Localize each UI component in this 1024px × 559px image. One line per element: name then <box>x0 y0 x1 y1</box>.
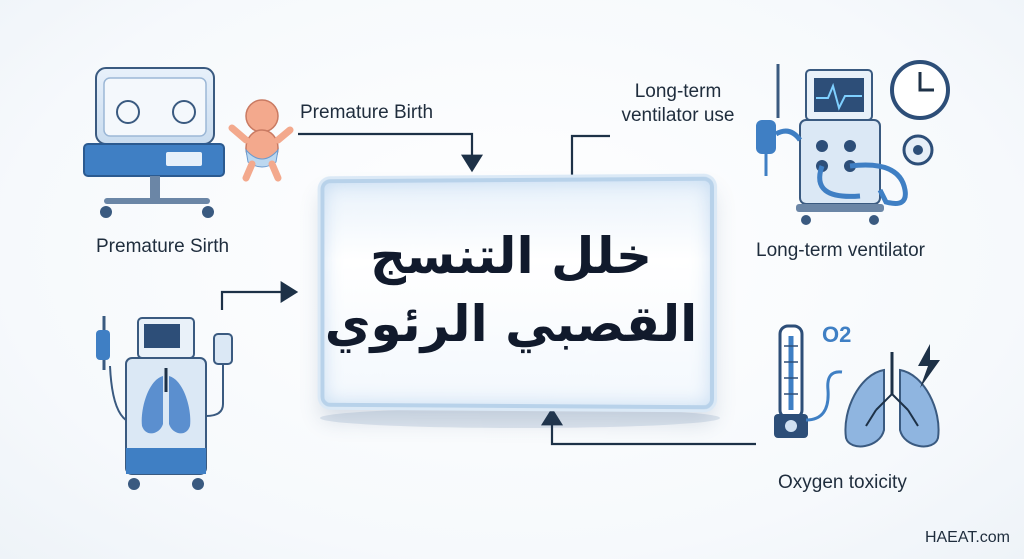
arrow-ventilator-left <box>220 281 299 310</box>
lung-ventilator-icon <box>96 316 233 490</box>
baby-icon <box>228 99 294 182</box>
arrow-oxygen-toxicity <box>541 407 756 446</box>
center-title: خلل التنسج القصبي الرئوي <box>318 190 704 390</box>
arrow-premature-birth <box>298 132 483 173</box>
center-title-line2: القصبي الرئوي <box>324 295 698 353</box>
lungs-lightning-icon <box>844 344 940 448</box>
label-longterm-ventilator-use: Long-term ventilator use <box>612 80 744 128</box>
label-longterm-line1: Long-term <box>634 81 722 102</box>
label-premature-birth-arrow: Premature Birth <box>300 102 434 123</box>
thermometer-gauge-icon <box>774 324 843 438</box>
o2-label: O2 <box>822 322 852 347</box>
panel-shadow <box>320 408 720 428</box>
ventilator-clock-icon <box>756 60 950 225</box>
connector-longterm-ventilator <box>570 134 610 178</box>
label-oxygen-toxicity: Oxygen toxicity <box>778 472 907 493</box>
watermark: HAEAT.com <box>924 529 1010 546</box>
center-title-line1: خلل التنسج <box>369 227 653 285</box>
label-longterm-line2: ventilator use <box>621 105 735 126</box>
label-longterm-ventilator: Long-term ventilator <box>756 240 925 261</box>
incubator-icon <box>83 67 225 218</box>
label-premature-sirth: Premature Sirth <box>96 236 230 257</box>
